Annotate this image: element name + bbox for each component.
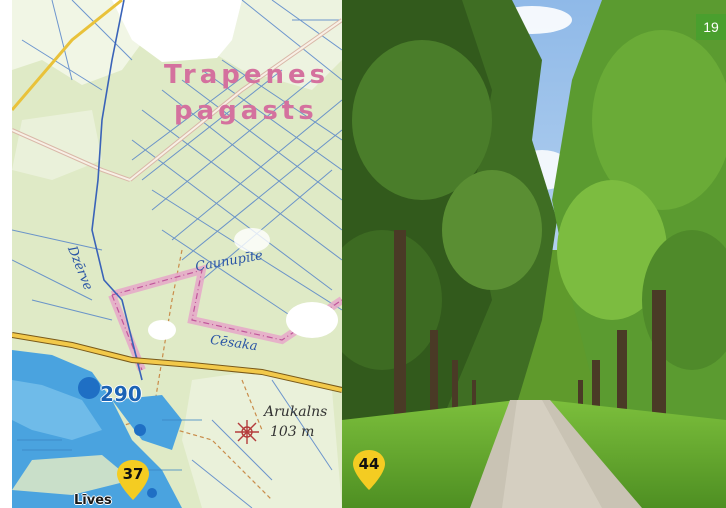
photo-pin-44[interactable]: 44 xyxy=(353,450,385,490)
map-graphic xyxy=(12,0,342,508)
pin-marker-icon xyxy=(117,460,149,500)
pin-label: 44 xyxy=(358,455,380,473)
map-panel: Trapenes pagasts Dzērve Caunupīte Cēsaka… xyxy=(12,0,342,508)
page-number-badge: 19 xyxy=(696,14,726,40)
pin-label: 37 xyxy=(122,465,144,483)
road-number-label: 290 xyxy=(100,382,142,406)
pin-marker-icon xyxy=(353,450,385,490)
region-name-line2: pagasts xyxy=(174,96,318,126)
region-name-line1: Trapenes xyxy=(164,60,330,90)
hill-name-label: Arukalns xyxy=(264,404,328,420)
map-pin-37[interactable]: 37 xyxy=(117,460,149,500)
tree-lined-road-photo xyxy=(342,0,726,508)
hill-height-label: 103 m xyxy=(270,424,315,440)
village-label: Līves xyxy=(74,493,112,508)
photo-panel xyxy=(342,0,726,508)
